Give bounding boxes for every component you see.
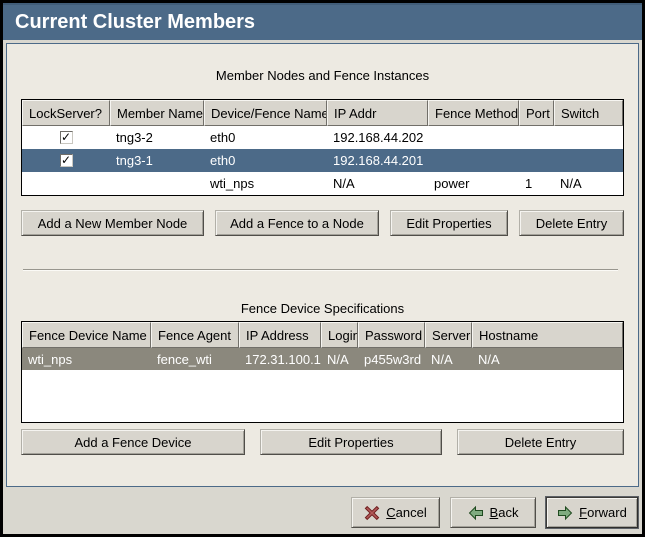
fence-device-name-cell: wti_nps	[28, 351, 73, 367]
login-cell: N/A	[327, 351, 349, 367]
cancel-label: Cancel	[386, 505, 427, 520]
add-fence-to-node-button[interactable]: Add a Fence to a Node	[215, 210, 379, 236]
back-arrow-icon	[468, 505, 483, 520]
switch-cell: N/A	[560, 176, 582, 191]
col-lockserver[interactable]: LockServer?	[22, 100, 110, 126]
check-icon: ✓	[60, 154, 72, 167]
check-icon: ✓	[60, 131, 72, 144]
device-fence-cell: wti_nps	[210, 176, 255, 191]
member-nodes-table-header: LockServer? Member Name Device/Fence Nam…	[22, 100, 623, 126]
member-name-cell: tng3-1	[116, 153, 153, 168]
col-server[interactable]: Server	[425, 322, 472, 348]
wizard-footer: Cancel Back Forward	[351, 497, 638, 528]
col-device-fence-name[interactable]: Device/Fence Name	[204, 100, 327, 126]
col-port[interactable]: Port	[519, 100, 554, 126]
col-fence-method[interactable]: Fence Method	[428, 100, 519, 126]
dialog-titlebar: Current Cluster Members	[3, 3, 642, 40]
fence-button-row: Add a Fence Device Edit Properties Delet…	[21, 429, 624, 455]
member-name-cell: tng3-2	[116, 130, 153, 145]
lockserver-checkbox[interactable]: ✓	[59, 131, 73, 144]
ip-address-cell: 172.31.100.1	[245, 351, 321, 367]
cancel-button[interactable]: Cancel	[351, 497, 440, 528]
edit-properties-button[interactable]: Edit Properties	[260, 429, 442, 455]
ip-addr-cell: 192.168.44.202	[333, 130, 424, 145]
col-switch[interactable]: Switch	[554, 100, 623, 126]
forward-label: Forward	[579, 505, 627, 520]
col-password[interactable]: Password	[358, 322, 425, 348]
col-member-name[interactable]: Member Name	[110, 100, 204, 126]
add-new-member-node-button[interactable]: Add a New Member Node	[21, 210, 204, 236]
col-fence-agent[interactable]: Fence Agent	[151, 322, 239, 348]
device-fence-cell: eth0	[210, 153, 236, 168]
member-nodes-table: LockServer? Member Name Device/Fence Nam…	[21, 99, 624, 196]
hostname-cell: N/A	[478, 351, 500, 367]
wizard-content-panel: Member Nodes and Fence Instances LockSer…	[6, 43, 639, 487]
fence-table-caption: Fence Device Specifications	[240, 301, 405, 316]
fence-devices-table: Fence Device Name Fence Agent IP Address…	[21, 321, 624, 423]
table-row-tng3-2[interactable]: ✓ tng3-2 eth0 192.168.44.202	[22, 126, 623, 149]
col-hostname[interactable]: Hostname	[472, 322, 623, 348]
col-ip-address[interactable]: IP Address	[239, 322, 321, 348]
server-cell: N/A	[431, 351, 453, 367]
members-table-caption: Member Nodes and Fence Instances	[215, 68, 430, 83]
page-title: Current Cluster Members	[15, 11, 256, 33]
back-label: Back	[489, 505, 519, 520]
delete-entry-button[interactable]: Delete Entry	[457, 429, 624, 455]
section-separator	[23, 269, 618, 271]
table-row-tng3-1-selected[interactable]: ✓ tng3-1 eth0 192.168.44.201	[22, 149, 623, 172]
edit-properties-button[interactable]: Edit Properties	[390, 210, 508, 236]
device-fence-cell: eth0	[210, 130, 236, 145]
ip-addr-cell: 192.168.44.201	[333, 153, 424, 168]
col-fence-device-name[interactable]: Fence Device Name	[22, 322, 151, 348]
forward-button[interactable]: Forward	[546, 497, 638, 528]
cancel-x-icon	[364, 505, 380, 520]
table-row-wti-nps-device-selected[interactable]: wti_nps fence_wti 172.31.100.1 N/A p455w…	[22, 348, 623, 370]
table-row-wti-nps-instance[interactable]: wti_nps N/A power 1 N/A	[22, 172, 623, 195]
fence-method-cell: power	[434, 176, 470, 191]
add-fence-device-button[interactable]: Add a Fence Device	[21, 429, 245, 455]
col-ip-addr[interactable]: IP Addr	[327, 100, 428, 126]
fence-devices-table-header: Fence Device Name Fence Agent IP Address…	[22, 322, 623, 348]
port-cell: 1	[525, 176, 533, 191]
forward-arrow-icon	[558, 505, 573, 520]
ip-addr-cell: N/A	[333, 176, 355, 191]
members-button-row: Add a New Member Node Add a Fence to a N…	[21, 210, 624, 236]
fence-agent-cell: fence_wti	[157, 351, 212, 367]
col-login[interactable]: Login	[321, 322, 358, 348]
lockserver-checkbox[interactable]: ✓	[59, 154, 73, 167]
back-button[interactable]: Back	[450, 497, 536, 528]
password-cell: p455w3rd	[364, 351, 422, 367]
delete-entry-button[interactable]: Delete Entry	[519, 210, 624, 236]
